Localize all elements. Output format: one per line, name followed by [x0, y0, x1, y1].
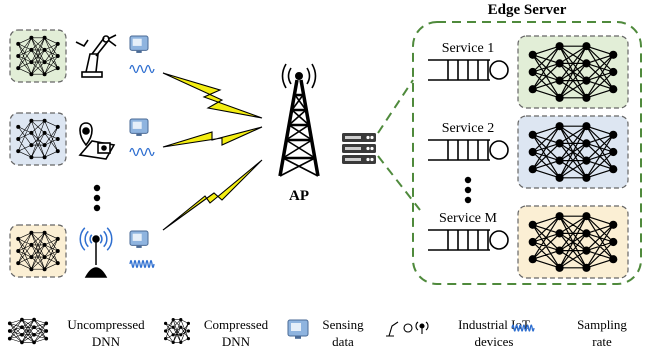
wireless-link-icon — [162, 72, 263, 119]
service-row: Service 2 — [428, 115, 629, 189]
legend-label: Sensing — [322, 317, 364, 332]
service-dnn-box — [517, 35, 629, 109]
location-tracker-icon — [78, 122, 116, 160]
legend-label: Industrial IoT — [458, 317, 530, 332]
sensing-data-icon — [129, 35, 149, 53]
service-label: Service 1 — [442, 41, 494, 56]
sampling-rate-icon — [129, 64, 155, 74]
device-row — [9, 112, 155, 166]
request-queue-icon — [428, 59, 509, 81]
request-queue-icon — [428, 229, 509, 251]
sensing-data-icon — [129, 118, 149, 136]
legend-label: Uncompressed — [67, 317, 145, 332]
sampling-rate-icon — [129, 147, 155, 157]
edge-server-title: Edge Server — [488, 2, 567, 18]
uncompressed-dnn-icon — [16, 35, 60, 77]
edge-server-container — [412, 21, 642, 285]
legend-label: DNN — [92, 334, 121, 349]
ap-label: AP — [289, 188, 309, 204]
uncompressed-dnn-icon — [16, 230, 60, 272]
legend-label: rate — [592, 334, 612, 349]
compressed-dnn-icon — [16, 118, 60, 160]
sampling-rate-icon — [511, 324, 535, 332]
legend-label: data — [332, 334, 354, 349]
legend-item: Sampling rate — [511, 317, 627, 349]
legend-label: devices — [475, 334, 514, 349]
request-queue-icon — [428, 139, 509, 161]
industrial-iot-icon — [386, 321, 429, 337]
edge-link-bottom — [377, 155, 421, 211]
robot-arm-icon — [75, 34, 117, 78]
device-dnn-box — [9, 29, 67, 83]
service-dnn-box — [517, 115, 629, 189]
sensing-data-icon — [287, 319, 309, 339]
services-ellipsis — [464, 176, 472, 204]
legend-item: Industrial IoT devices — [386, 317, 530, 349]
uncompressed-dnn-icon — [528, 122, 618, 182]
compressed-dnn-icon — [164, 318, 190, 344]
device-dnn-box — [9, 112, 67, 166]
uncompressed-dnn-icon — [528, 212, 618, 272]
legend-label: Sampling — [577, 317, 627, 332]
sampling-rate-icon — [129, 259, 155, 269]
devices-ellipsis — [93, 184, 101, 212]
legend-item: Sensing data — [287, 317, 364, 349]
signal-sensor-icon — [79, 227, 113, 278]
device-row — [9, 29, 155, 83]
legend: UncompressedDNNCompressedDNNSensingdataI… — [7, 317, 627, 349]
legend-label: DNN — [222, 334, 251, 349]
services-layer: Service 1 Service 2 Service M — [428, 35, 629, 279]
uncompressed-dnn-icon — [7, 317, 49, 345]
service-dnn-box — [517, 205, 629, 279]
device-dnn-box — [9, 224, 67, 278]
service-row: Service 1 — [428, 35, 629, 109]
device-row — [9, 224, 155, 278]
ap-tower-icon — [278, 63, 320, 177]
sensing-data-icon — [129, 230, 149, 248]
wireless-link-icon — [162, 159, 263, 231]
wireless-link-icon — [162, 126, 263, 148]
legend-label: Compressed — [204, 317, 269, 332]
devices-layer — [9, 29, 155, 278]
service-row: Service M — [428, 205, 629, 279]
service-label: Service 2 — [442, 121, 494, 136]
edge-link-top — [377, 79, 414, 134]
service-label: Service M — [439, 211, 497, 226]
uncompressed-dnn-icon — [528, 42, 618, 102]
server-rack-icon — [342, 133, 376, 164]
